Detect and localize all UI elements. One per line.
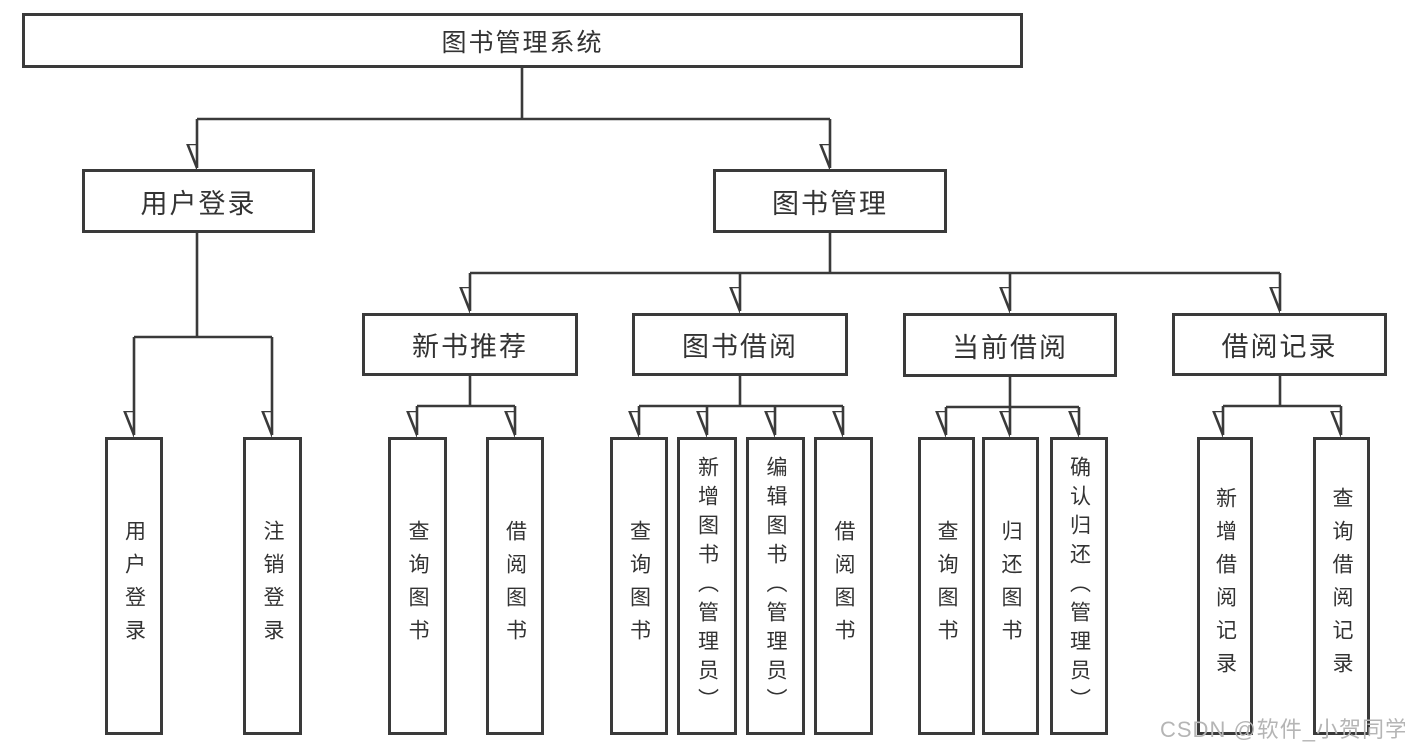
connector-book-mgmt: [470, 233, 1282, 311]
node-leaf-cb-confirm-return-admin: 确认归还（管理员）: [1050, 437, 1108, 735]
node-root-label: 图书管理系统: [441, 28, 604, 57]
connector-current-borrow: [946, 377, 1081, 435]
node-user-login: 用户登录: [82, 169, 315, 233]
node-leaf-cb-confirm-return-admin-label: 确认归还（管理员）: [1067, 455, 1091, 717]
node-leaf-bb-borrow-books: 借阅图书: [814, 437, 873, 735]
node-leaf-nbr-borrow-books-label: 借阅图书: [503, 520, 527, 652]
node-leaf-user-login-label: 用户登录: [122, 520, 146, 652]
node-leaf-bb-query-books: 查询图书: [610, 437, 668, 735]
node-leaf-cb-query-books-label: 查询图书: [935, 520, 958, 652]
node-leaf-bb-add-books-admin: 新增图书（管理员）: [677, 437, 737, 735]
node-book-mgmt-label: 图书管理: [772, 188, 888, 219]
node-leaf-nbr-query-books: 查询图书: [388, 437, 447, 735]
node-leaf-cb-return-books-label: 归还图书: [999, 520, 1022, 652]
node-current-borrow: 当前借阅: [903, 313, 1117, 377]
node-current-borrow-label: 当前借阅: [952, 332, 1068, 363]
node-leaf-br-query-record-label: 查询借阅记录: [1330, 487, 1353, 685]
node-leaf-bb-edit-books-admin-label: 编辑图书（管理员）: [764, 455, 787, 717]
node-leaf-user-login: 用户登录: [105, 437, 163, 735]
node-book-mgmt: 图书管理: [713, 169, 947, 233]
node-leaf-br-add-record: 新增借阅记录: [1197, 437, 1253, 735]
node-leaf-bb-add-books-admin-label: 新增图书（管理员）: [695, 455, 719, 717]
connector-book-borrow: [639, 376, 845, 435]
node-leaf-bb-borrow-books-label: 借阅图书: [832, 520, 855, 652]
node-new-book-recommend-label: 新书推荐: [412, 332, 528, 362]
node-leaf-br-add-record-label: 新增借阅记录: [1213, 487, 1237, 685]
node-leaf-logout-label: 注销登录: [261, 520, 284, 652]
node-leaf-cb-return-books: 归还图书: [982, 437, 1039, 735]
connector-borrow-records: [1223, 376, 1343, 435]
node-leaf-nbr-query-books-label: 查询图书: [406, 520, 429, 652]
node-book-borrow: 图书借阅: [632, 313, 848, 376]
node-leaf-cb-query-books: 查询图书: [918, 437, 975, 735]
node-borrow-records-label: 借阅记录: [1221, 332, 1338, 362]
node-new-book-recommend: 新书推荐: [362, 313, 578, 376]
node-leaf-bb-query-books-label: 查询图书: [627, 520, 651, 652]
node-book-borrow-label: 图书借阅: [682, 332, 798, 362]
connector-root: [197, 68, 832, 168]
connector-user-login: [134, 233, 274, 435]
node-root: 图书管理系统: [22, 13, 1023, 68]
csdn-watermark: CSDN @软件_小贺同学: [1160, 717, 1405, 742]
node-leaf-logout: 注销登录: [243, 437, 302, 735]
node-leaf-bb-edit-books-admin: 编辑图书（管理员）: [746, 437, 805, 735]
node-user-login-label: 用户登录: [140, 188, 257, 219]
node-leaf-nbr-borrow-books: 借阅图书: [486, 437, 544, 735]
node-borrow-records: 借阅记录: [1172, 313, 1387, 376]
node-leaf-br-query-record: 查询借阅记录: [1313, 437, 1370, 735]
connector-new-book-rec: [417, 376, 517, 435]
